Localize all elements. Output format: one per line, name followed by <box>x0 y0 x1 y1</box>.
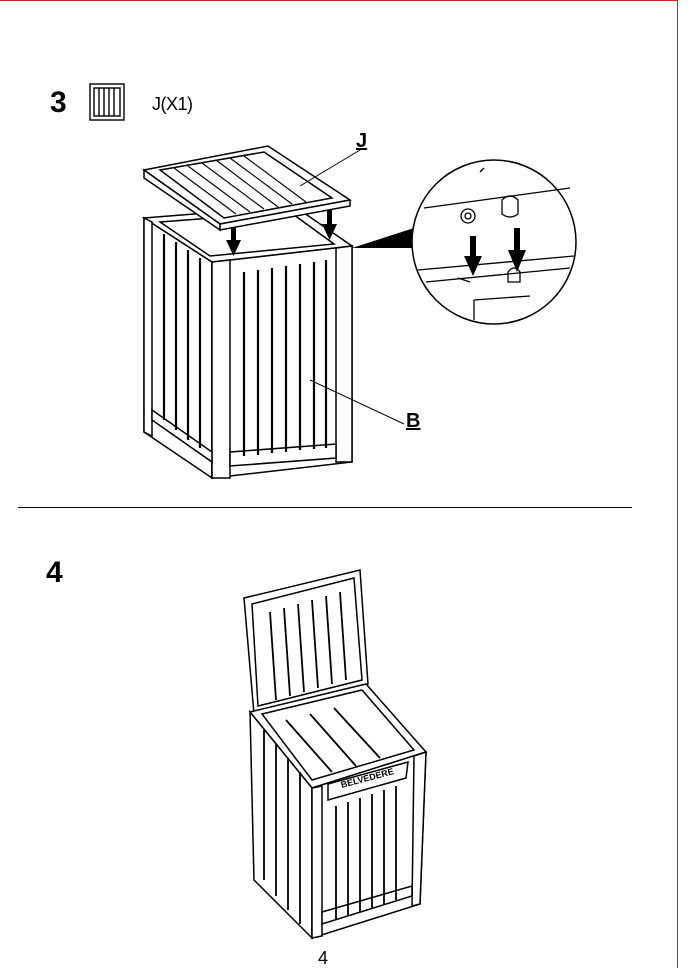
page-number: 4 <box>318 948 329 968</box>
detail-magnifier <box>352 159 577 325</box>
part-label: J(X1) <box>152 94 193 114</box>
box-body-drawing <box>141 205 355 480</box>
page-frame <box>0 0 678 968</box>
assembled-box-slats <box>263 591 397 924</box>
body-leader-line <box>309 379 405 425</box>
down-arrow-icon <box>226 210 337 256</box>
lid-leader-line <box>299 149 361 187</box>
step-divider <box>18 507 632 508</box>
lid-slats <box>173 155 307 215</box>
callout-body-label: B <box>406 410 421 432</box>
lid-part-thumbnail-icon <box>89 83 125 121</box>
box-body-slats <box>162 234 328 456</box>
detail-down-arrow-icon <box>464 228 526 276</box>
step-3-number: 3 <box>50 86 67 119</box>
assembled-box-drawing <box>243 569 428 940</box>
callout-lid-label: J <box>356 130 368 152</box>
step-4-number: 4 <box>46 556 63 589</box>
